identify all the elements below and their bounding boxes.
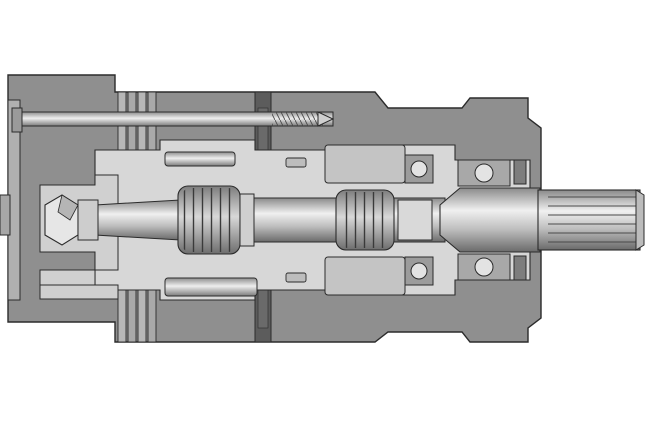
output-shaft-shoulder	[439, 187, 541, 253]
lower-rod	[164, 277, 258, 297]
seal-top	[513, 159, 527, 185]
upper-rod	[164, 151, 236, 167]
shaft-collar-2	[397, 199, 433, 241]
piston-block-bottom	[324, 256, 406, 296]
output-shaft-chamfer	[635, 189, 645, 251]
bolt-thread-top	[272, 112, 324, 126]
roller-bottom-1	[410, 262, 428, 280]
output-shaft-splined	[537, 189, 641, 251]
bolt-tip-top	[317, 111, 335, 127]
pin-bottom	[285, 272, 307, 283]
end-cover-face	[0, 194, 11, 236]
roller-bottom-2	[474, 257, 494, 277]
pin-top	[285, 157, 307, 168]
shaft-collar-1	[239, 193, 255, 247]
lower-port	[39, 284, 119, 300]
piston-block-top	[324, 144, 406, 184]
output-shaft-spline-lines	[548, 196, 636, 243]
roller-top-2	[474, 163, 494, 183]
bolt-head-top	[11, 107, 23, 133]
spline-gear-right-teeth	[340, 192, 390, 248]
roller-top-1	[410, 160, 428, 178]
coupling-hex-face	[57, 194, 79, 221]
seal-bottom	[513, 255, 527, 281]
spline-gear-left-teeth	[182, 188, 236, 252]
tapered-shaft	[94, 199, 181, 241]
coupling-collar	[77, 199, 99, 241]
